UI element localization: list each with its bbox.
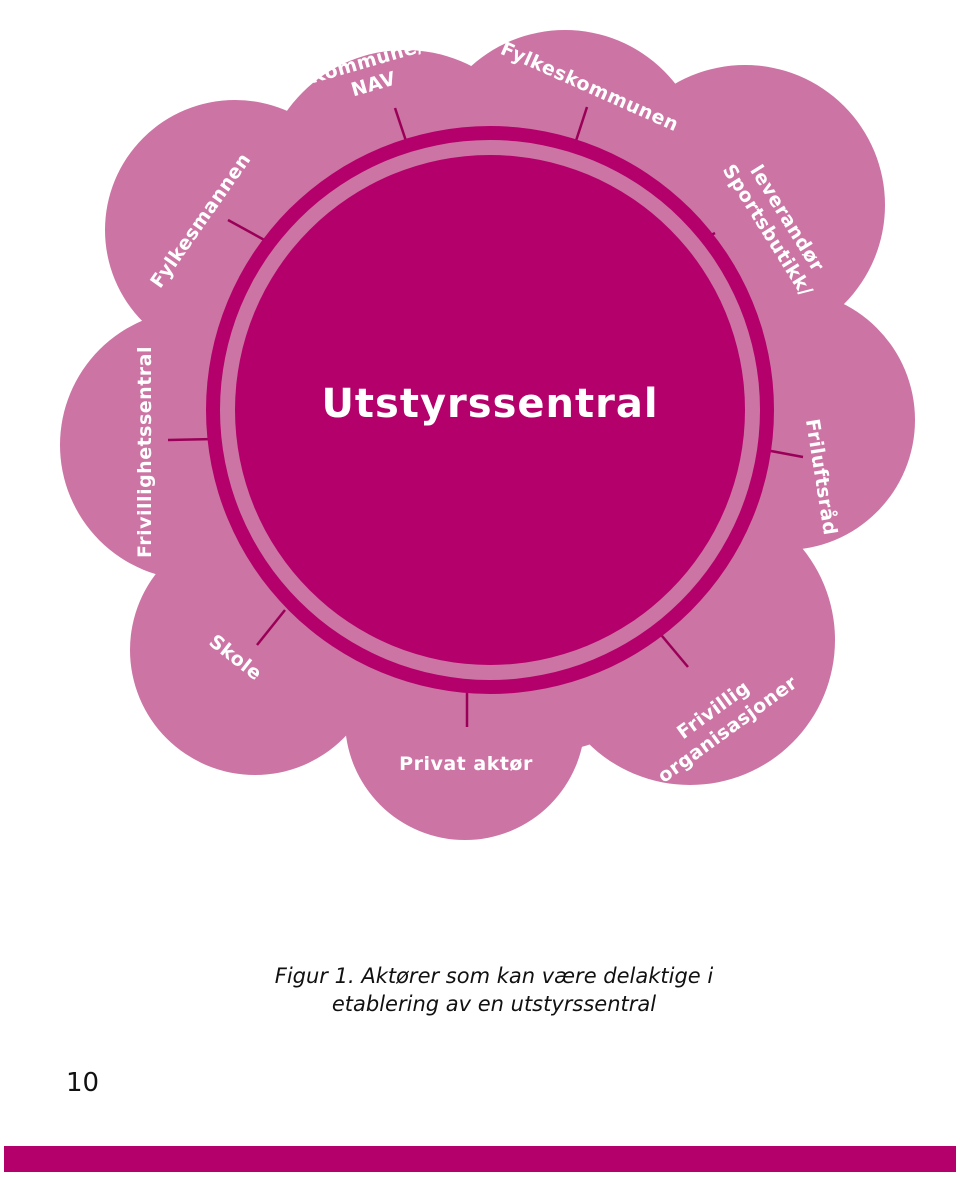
- caption-line-1: Figur 1. Aktører som kan være delaktige …: [274, 964, 714, 988]
- connector-line-6-outer: [256, 609, 286, 646]
- caption-line-2: etablering av en utstyrssentral: [331, 992, 657, 1016]
- actor-label-line: Privat aktør: [399, 753, 533, 775]
- connector-line-7-outer: [167, 437, 216, 442]
- actor-label-frivillighetssentral: Frivillighetssentral: [134, 346, 156, 558]
- center-label: Utstyrssentral: [321, 381, 658, 427]
- center-disc: [235, 155, 745, 665]
- figure-caption: Figur 1. Aktører som kan være delaktige …: [0, 962, 960, 1018]
- page-number: 10: [66, 1068, 100, 1098]
- actor-label-line: Frivillighetssentral: [134, 346, 156, 558]
- center-rings: [206, 126, 774, 694]
- actor-label-privat-aktor: Privat aktør: [399, 753, 533, 775]
- connector-line-8-outer: [227, 218, 269, 244]
- connector-line-4-outer: [656, 629, 689, 668]
- footer-bar: [4, 1146, 956, 1172]
